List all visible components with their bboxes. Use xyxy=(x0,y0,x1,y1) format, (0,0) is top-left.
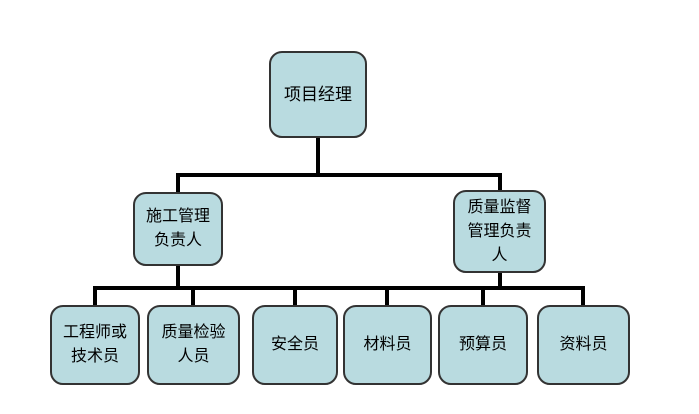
connector-level3-bus xyxy=(93,286,585,290)
connector-level2-bus xyxy=(176,173,502,177)
connector-drop-materials xyxy=(385,286,389,307)
connector-drop-quality xyxy=(498,173,502,194)
connector-drop-budget xyxy=(481,286,485,307)
materials-officer-node: 材料员 xyxy=(343,305,432,385)
connector-drop-construction xyxy=(176,173,180,195)
connector-drop-documents xyxy=(581,286,585,307)
budget-officer-node: 预算员 xyxy=(438,305,528,385)
documentation-officer-node: 资料员 xyxy=(537,305,630,385)
connector-drop-safety xyxy=(293,286,297,307)
connector-quality-stem xyxy=(498,269,502,290)
quality-inspection-node: 质量检验 人员 xyxy=(147,305,240,385)
engineer-technician-node: 工程师或 技术员 xyxy=(50,305,140,385)
connector-drop-inspection xyxy=(191,286,195,307)
connector-drop-engineer xyxy=(93,286,97,307)
project-manager-node: 项目经理 xyxy=(269,51,367,138)
quality-supervision-lead-node: 质量监督 管理负责 人 xyxy=(453,190,546,273)
construction-management-lead-node: 施工管理 负责人 xyxy=(133,192,223,266)
connector-root-stem xyxy=(316,136,320,177)
safety-officer-node: 安全员 xyxy=(252,305,338,385)
connector-construction-stem xyxy=(176,263,180,290)
